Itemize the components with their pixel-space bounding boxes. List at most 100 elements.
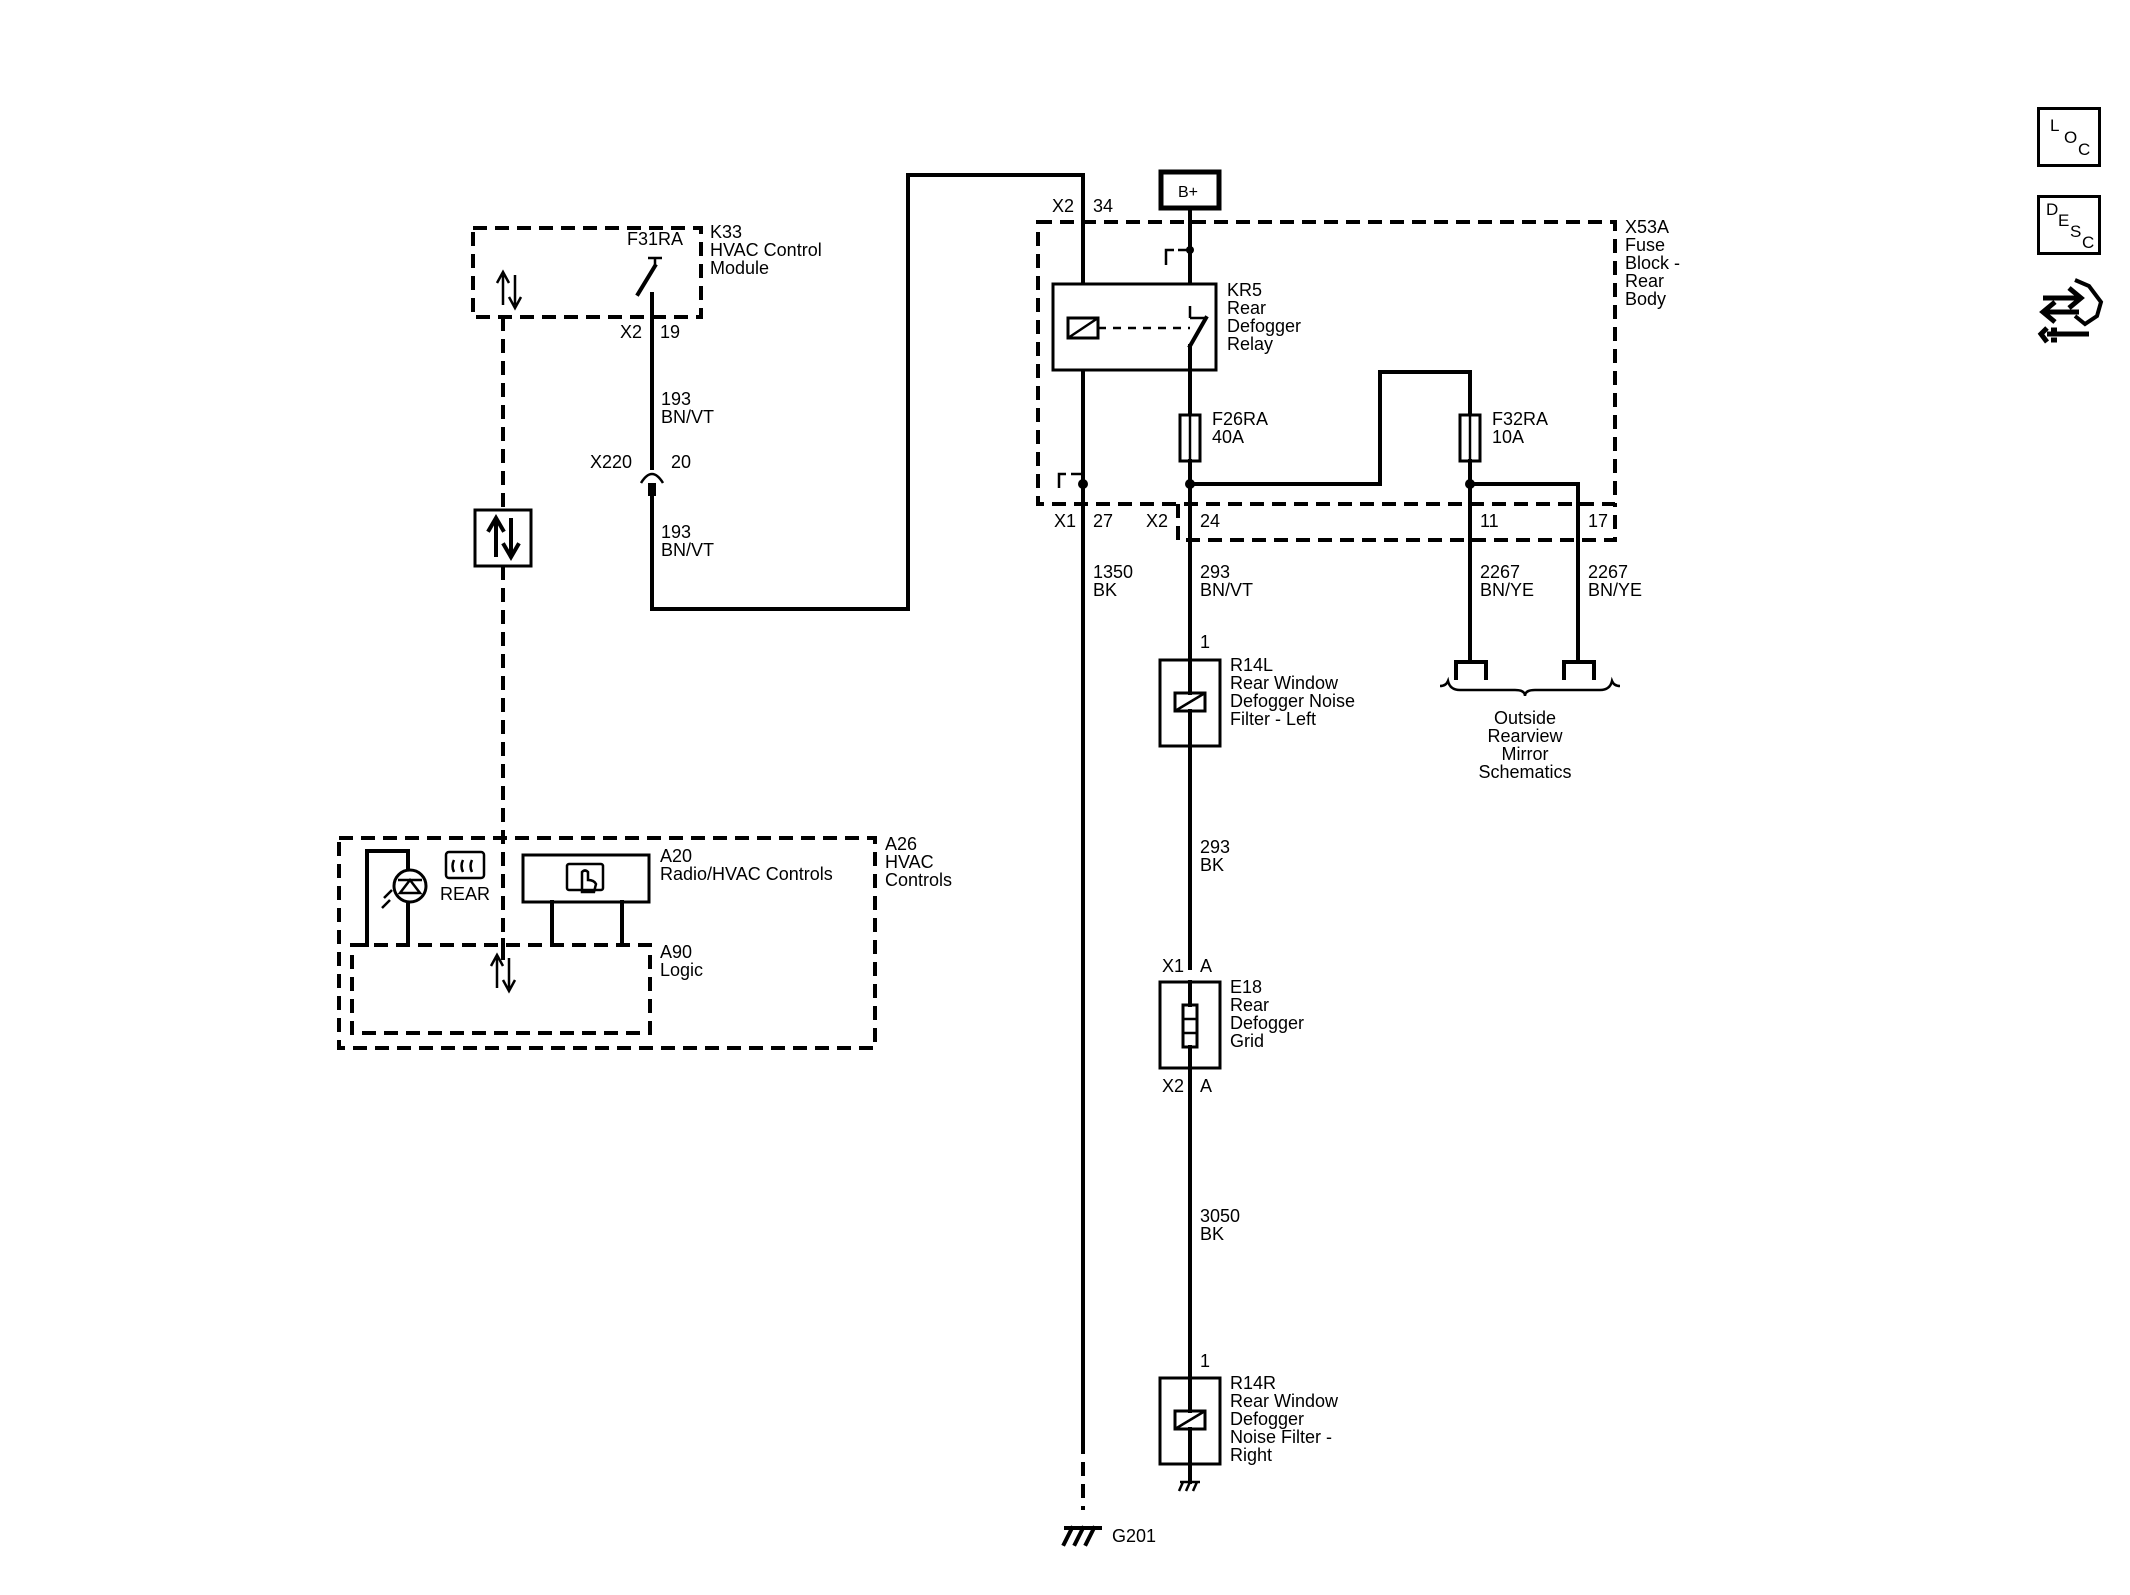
r14l-name-line3: Filter - Left: [1230, 709, 1316, 729]
e18-name-line2: Defogger: [1230, 1013, 1304, 1033]
connector-tools-button[interactable]: [2037, 276, 2107, 352]
f26ra-id-label: F26RA: [1212, 409, 1268, 429]
r14l-name-line2: Defogger Noise: [1230, 691, 1355, 711]
wire-193-lower-circuit: 193: [661, 522, 691, 542]
e18-x2-connector-label: X2: [1162, 1076, 1184, 1096]
led-light-rays-icon: [381, 889, 393, 909]
rear-defrost-icon: [444, 850, 486, 880]
a26-id-label: A26: [885, 834, 917, 854]
bidirectional-data-icon: [495, 269, 523, 311]
wire-3050-color: BK: [1200, 1224, 1224, 1244]
desc-letter-4: C: [2082, 233, 2095, 252]
mirror-ref-line1: Outside: [1494, 708, 1556, 728]
wire-2267-right: [1468, 482, 1580, 664]
x53a-name-line2: Block -: [1625, 253, 1680, 273]
kr5-switch-blade: [1187, 315, 1209, 349]
fb-x1-pin-label: 27: [1093, 511, 1113, 531]
a26-name-line1: HVAC: [885, 852, 934, 872]
serial-data-gateway-box: [473, 508, 533, 568]
hand-pointer-icon: [580, 869, 598, 894]
kr5-name-line2: Defogger: [1227, 316, 1301, 336]
k33-name-line1: HVAC Control: [710, 240, 822, 260]
fb-x2-pin-label: 24: [1200, 511, 1220, 531]
r14r-name-line4: Right: [1230, 1445, 1272, 1465]
desc-button[interactable]: D E S C: [2037, 195, 2101, 255]
loc-letter-2: O: [2064, 128, 2078, 147]
mirror-ref-line2: Rearview: [1487, 726, 1563, 746]
wire-2267-left-circuit: 2267: [1480, 562, 1520, 582]
loc-letter-1: L: [2050, 116, 2060, 135]
case-ground-icon: [1177, 1480, 1200, 1492]
touch-screen-icon: [565, 862, 605, 892]
g201-label: G201: [1112, 1526, 1156, 1546]
kr5-name-line1: Rear: [1227, 298, 1266, 318]
k33-pin-label: 19: [660, 322, 680, 342]
wire-193-lower-color: BN/VT: [661, 540, 714, 560]
wire-293-lower-color: BK: [1200, 855, 1224, 875]
r14l-pin-label: 1: [1200, 632, 1210, 652]
x53a-name-line4: Body: [1625, 289, 1666, 309]
r14r-pin-label: 1: [1200, 1351, 1210, 1371]
desc-letter-1: D: [2046, 200, 2059, 219]
indicator-led-icon: [392, 868, 428, 904]
r14l-name-line1: Rear Window: [1230, 673, 1339, 693]
x53a-name-line1: Fuse: [1625, 235, 1665, 255]
r14r-name-line3: Noise Filter -: [1230, 1427, 1332, 1447]
e18-grid-element-icon: [1181, 1003, 1199, 1049]
a20-id-label: A20: [660, 846, 692, 866]
x220-pin-icon: [648, 483, 656, 496]
wire-3050-circuit: 3050: [1200, 1206, 1240, 1226]
loc-button[interactable]: L O C: [2037, 107, 2101, 167]
k33-name-line2: Module: [710, 258, 769, 278]
fb-top-pin-label: 34: [1093, 196, 1113, 216]
wire-193-lower: [650, 173, 1085, 611]
wire-193-upper-circuit: 193: [661, 389, 691, 409]
battery-positive-box: [1158, 169, 1222, 211]
r14r-name-line1: Rear Window: [1230, 1391, 1339, 1411]
rear-defrost-label: REAR: [440, 884, 490, 904]
x53a-fuse-block-extension: [1176, 504, 1617, 542]
connector-tools-icon: [2037, 278, 2104, 344]
r14r-name-line2: Defogger: [1230, 1409, 1304, 1429]
wire-193-upper-color: BN/VT: [661, 407, 714, 427]
wire-1350-color: BK: [1093, 580, 1117, 600]
wire-2267-right-circuit: 2267: [1588, 562, 1628, 582]
a20-logic-links: [550, 900, 624, 947]
a26-name-line2: Controls: [885, 870, 952, 890]
a90-name-label: Logic: [660, 960, 703, 980]
x220-connector-icon: [639, 472, 665, 484]
x220-pin-label: 20: [671, 452, 691, 472]
f31ra-switch-icon: [635, 256, 662, 297]
fb-pin-11-label: 11: [1480, 511, 1499, 531]
wire-2267-right-color: BN/YE: [1588, 580, 1642, 600]
r14l-id-label: R14L: [1230, 655, 1273, 675]
battery-positive-label: B+: [1178, 184, 1198, 201]
e18-id-label: E18: [1230, 977, 1262, 997]
wire-293-upper-color: BN/VT: [1200, 580, 1253, 600]
wire-293-lower-circuit: 293: [1200, 837, 1230, 857]
serial-data-gateway-icon: [486, 514, 521, 561]
e18-x1-pin-label: A: [1200, 956, 1212, 976]
e18-name-line3: Grid: [1230, 1031, 1264, 1051]
k33-id-label: K33: [710, 222, 742, 242]
x53a-name-line3: Rear: [1625, 271, 1664, 291]
kr5-coil-slash: [1067, 316, 1099, 340]
kr5-switch-contact: [1188, 306, 1206, 320]
loc-letter-3: C: [2078, 140, 2091, 159]
kr5-name-line3: Relay: [1227, 334, 1273, 354]
wire-293-upper-circuit: 293: [1200, 562, 1230, 582]
f32ra-rating-label: 10A: [1492, 427, 1524, 447]
ground-splice-icon: [1057, 472, 1088, 489]
k33-module-outline: [471, 226, 703, 319]
mirror-ref-line4: Schematics: [1478, 762, 1571, 782]
desc-letter-3: S: [2070, 222, 2082, 241]
e18-x1-connector-label: X1: [1162, 956, 1184, 976]
a26-hvac-controls-outline: [337, 836, 877, 1050]
a90-id-label: A90: [660, 942, 692, 962]
wire-1350-circuit: 1350: [1093, 562, 1133, 582]
k33-connector-label: X2: [620, 322, 642, 342]
f31ra-label: F31RA: [627, 229, 683, 249]
f32ra-id-label: F32RA: [1492, 409, 1548, 429]
bidirectional-data-icon: [489, 952, 517, 994]
